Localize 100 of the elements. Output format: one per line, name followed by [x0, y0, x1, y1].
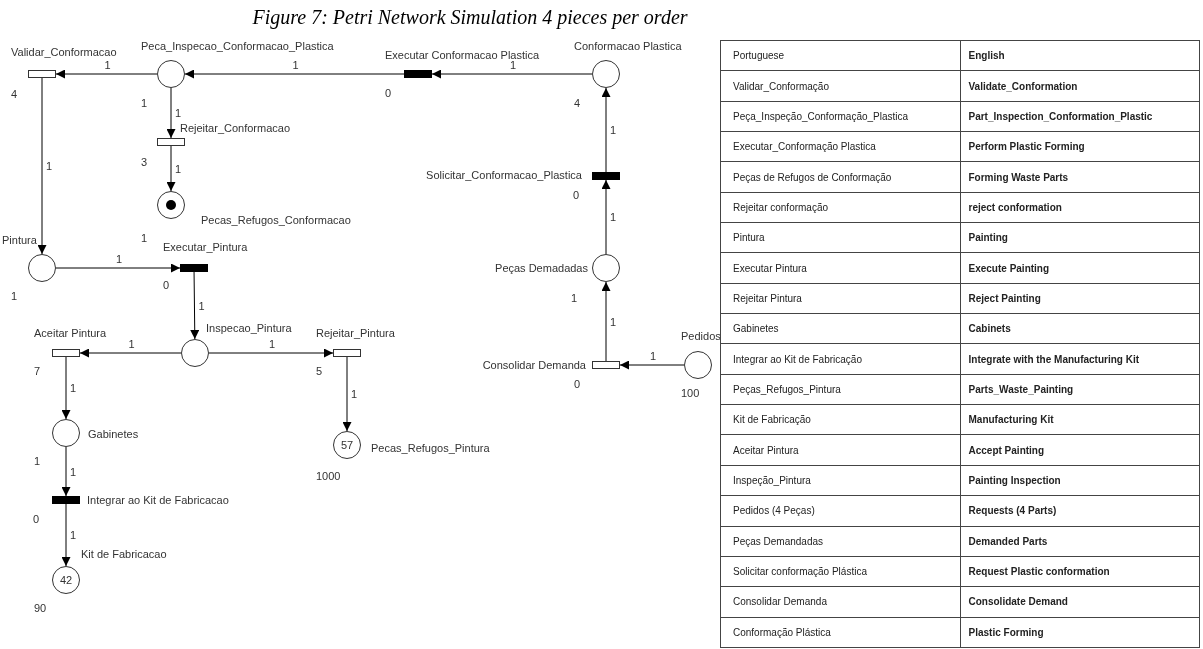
table-cell: Executar_Conformação Plastica: [720, 131, 960, 162]
arrow: [61, 503, 71, 567]
table-cell: Accept Painting: [960, 434, 1200, 466]
node-label: Solicitar_Conformacao_Plastica: [426, 169, 582, 182]
node-label: Pedidos: [681, 330, 721, 343]
table-cell: Peças Demandadas: [720, 526, 960, 557]
node-label: Conformacao Plastica: [574, 40, 682, 53]
table-cell: Integrar ao Kit de Fabricação: [720, 343, 960, 375]
node-number: 4: [11, 88, 18, 101]
arrow: [61, 446, 71, 497]
node-label: Inspecao_Pintura: [206, 322, 292, 335]
table-cell: Integrate with the Manufacturing Kit: [960, 343, 1200, 375]
node-number: 5: [316, 365, 323, 378]
node-label: Pintura: [2, 234, 37, 247]
arrow: [619, 360, 685, 370]
node-number: 0: [574, 378, 581, 391]
table-cell: Peça_Inspeção_Conformação_Plastica: [720, 101, 960, 132]
table-cell: reject conformation: [960, 192, 1200, 223]
node-number: 0: [385, 87, 392, 100]
table-cell: Peças de Refugos de Conformação: [720, 161, 960, 193]
table-cell: Gabinetes: [720, 313, 960, 344]
arrow: [55, 263, 181, 273]
token-count: 42: [58, 573, 74, 588]
table-cell: Consolidar Demanda: [720, 586, 960, 618]
node-label: Peca_Inspecao_Conformacao_Plastica: [141, 40, 334, 53]
table-cell: Conformação Plástica: [720, 617, 960, 648]
arrow: [184, 69, 405, 79]
edge-label: 1: [69, 529, 78, 542]
edge-label: 1: [268, 338, 277, 351]
edge-label: 1: [69, 382, 78, 395]
arrow: [431, 69, 593, 79]
table-cell: Rejeitar conformação: [720, 192, 960, 223]
arrow: [166, 145, 176, 192]
edge-label: 1: [127, 338, 136, 351]
arrow: [601, 179, 611, 255]
table-cell: Manufacturing Kit: [960, 404, 1200, 435]
edge-label: 1: [174, 107, 183, 120]
table-cell: Part_Inspection_Conformation_Plastic: [960, 101, 1200, 132]
table-cell: Pedidos (4 Peças): [720, 495, 960, 526]
table-cell: Rejeitar Pintura: [720, 283, 960, 314]
table-cell: Solicitar conformação Plástica: [720, 556, 960, 587]
node-label: Rejeitar_Conformacao: [180, 122, 291, 135]
table-cell: Pintura: [720, 222, 960, 253]
arrow: [601, 87, 611, 173]
node-number: 1: [141, 97, 148, 110]
arrow: [342, 356, 352, 432]
table-cell: Demanded Parts: [960, 526, 1200, 557]
node-number: 3: [141, 156, 148, 169]
table-cell: Cabinets: [960, 313, 1200, 344]
edge-label: 1: [609, 211, 618, 224]
arrow: [190, 271, 200, 340]
node-number: 1: [141, 232, 148, 245]
node-number: 90: [34, 602, 47, 615]
node-number: 1: [34, 455, 41, 468]
node-number: 1: [571, 292, 578, 305]
table-cell: Consolidate Demand: [960, 586, 1200, 618]
table-cell: Validar_Conformação: [720, 70, 960, 102]
arrow: [79, 348, 182, 358]
table-cell: English: [960, 40, 1200, 71]
arrow: [208, 348, 334, 358]
edge-label: 1: [350, 388, 359, 401]
edge-label: 1: [103, 59, 112, 72]
arrow: [166, 87, 176, 139]
node-label: Kit de Fabricacao: [81, 548, 167, 561]
table-cell: Parts_Waste_Painting: [960, 374, 1200, 405]
edge-label: 1: [291, 59, 300, 72]
node-label: Executar_Pintura: [163, 241, 248, 254]
node-label: Validar_Conformacao: [11, 46, 117, 59]
edge-label: 1: [609, 124, 618, 137]
table-cell: Plastic Forming: [960, 617, 1200, 648]
table-cell: Peças_Refugos_Pintura: [720, 374, 960, 405]
node-label: Gabinetes: [88, 428, 139, 441]
table-cell: Painting: [960, 222, 1200, 253]
node-number: 4: [574, 97, 581, 110]
edge-label: 1: [509, 59, 518, 72]
arrow: [37, 77, 47, 255]
node-number: 1000: [316, 470, 341, 483]
table-cell: Portuguese: [720, 40, 960, 71]
node-number: 1: [11, 290, 18, 303]
edge-label: 1: [69, 465, 78, 479]
table-cell: Execute Painting: [960, 252, 1200, 284]
node-number: 0: [163, 279, 170, 292]
table-cell: Forming Waste Parts: [960, 161, 1200, 193]
token-count: 57: [339, 438, 355, 453]
node-number: 0: [33, 513, 40, 526]
edge-label: 1: [649, 350, 658, 363]
arrow: [601, 281, 611, 362]
table-cell: Validate_Conformation: [960, 70, 1200, 102]
node-label: Consolidar Demanda: [482, 359, 586, 372]
node-number: 0: [573, 189, 580, 202]
arrow: [55, 69, 158, 79]
table-cell: Painting Inspection: [960, 465, 1200, 496]
node-number: 7: [34, 365, 41, 378]
table-cell: Perform Plastic Forming: [960, 131, 1200, 162]
table-cell: Request Plastic conformation: [960, 556, 1200, 587]
node-label: Rejeitar_Pintura: [316, 327, 395, 340]
arrow: [61, 356, 71, 420]
node-label: Integrar ao Kit de Fabricacao: [87, 494, 229, 507]
figure-title: Figure 7: Petri Network Simulation 4 pieces per order: [251, 6, 689, 29]
edge-label: 1: [174, 162, 183, 176]
